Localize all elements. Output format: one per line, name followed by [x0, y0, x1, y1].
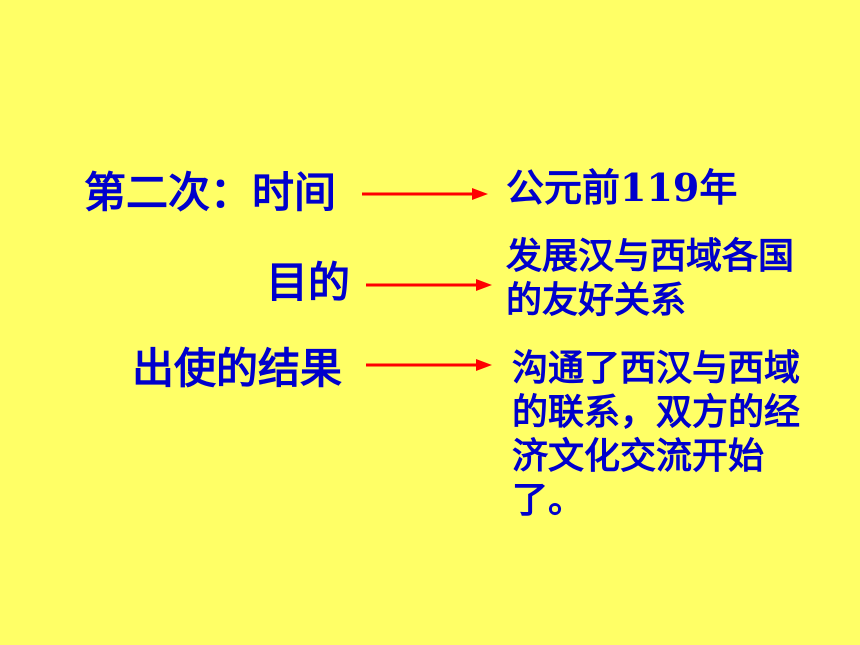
arrow-right-icon [366, 279, 492, 291]
label-time: 第二次：时间 [84, 168, 337, 217]
value-result: 沟通了西汉与西域的联系，双方的经济文化交流开始了。 [512, 347, 801, 521]
label-result: 出使的结果 [132, 344, 343, 393]
arrow-right-icon [362, 188, 488, 200]
label-purpose: 目的 [266, 258, 351, 307]
value-time: 公元前119年 [506, 165, 738, 210]
arrow-right-icon [366, 359, 492, 371]
value-purpose: 发展汉与西域各国的友好关系 [506, 235, 795, 321]
